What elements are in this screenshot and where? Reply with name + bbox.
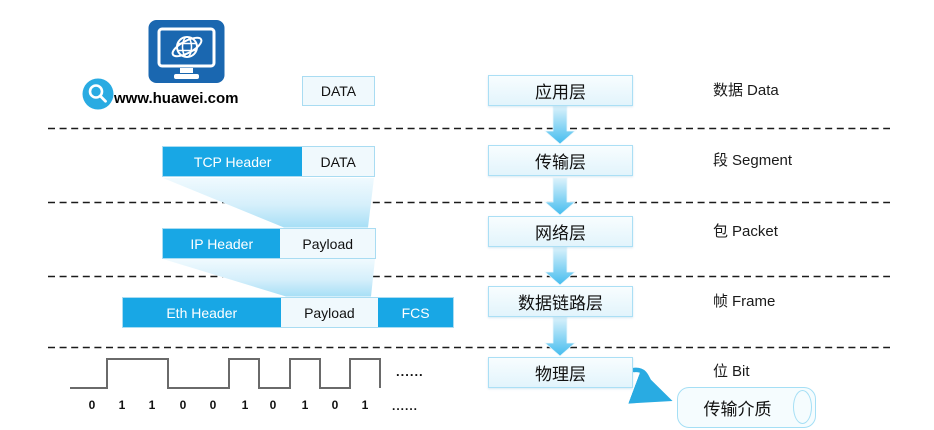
bit-value: 1 [148, 398, 156, 412]
layer-box-network: 网络层 [488, 216, 633, 247]
encapsulation-funnel-1 [163, 178, 374, 228]
bit-value: 0 [269, 398, 277, 412]
search-icon [82, 78, 114, 110]
bit-value: 1 [361, 398, 369, 412]
pdu-row-packet: IP Header Payload [162, 228, 376, 259]
client-url-label: www.huawei.com [114, 90, 239, 107]
down-arrow-icon [543, 177, 577, 216]
layer-box-transport: 传输层 [488, 145, 633, 176]
layer-box-application: 应用层 [488, 75, 633, 106]
payload-segment: Payload [280, 298, 379, 327]
bit-value: 1 [118, 398, 126, 412]
globe-icon [171, 36, 203, 58]
fcs-segment: FCS [378, 298, 453, 327]
waveform-ellipsis: ...... [396, 364, 424, 379]
bit-waveform [70, 358, 381, 389]
pdu-row-application: DATA [302, 76, 375, 106]
to-medium-arrow [628, 367, 673, 404]
pdu-row-segment: TCP Header DATA [162, 146, 375, 177]
bit-value: 0 [209, 398, 217, 412]
transmission-medium: 传输介质 [677, 387, 816, 428]
layer-box-datalink: 数据链路层 [488, 286, 633, 317]
layer-box-physical: 物理层 [488, 357, 633, 388]
bit-value: 0 [179, 398, 187, 412]
pdu-row-frame: Eth Header Payload FCS [122, 297, 454, 328]
data-segment: DATA [303, 77, 374, 105]
tcp-header-segment: TCP Header [163, 147, 303, 176]
cylinder-end-cap [793, 390, 812, 424]
transmission-medium-label: 传输介质 [703, 400, 772, 419]
bit-value: 1 [301, 398, 309, 412]
bit-value: 0 [88, 398, 96, 412]
eth-header-segment: Eth Header [123, 298, 281, 327]
ip-header-segment: IP Header [163, 229, 281, 258]
computer-icon [148, 20, 225, 83]
down-arrow-icon [543, 105, 577, 145]
encapsulation-funnel-2 [163, 259, 375, 297]
data-segment: DATA [302, 147, 374, 176]
bit-value: 1 [241, 398, 249, 412]
down-arrow-icon [543, 316, 577, 357]
bits-ellipsis: ...... [392, 399, 419, 413]
bit-value: 0 [331, 398, 339, 412]
payload-segment: Payload [280, 229, 375, 258]
down-arrow-icon [543, 246, 577, 286]
